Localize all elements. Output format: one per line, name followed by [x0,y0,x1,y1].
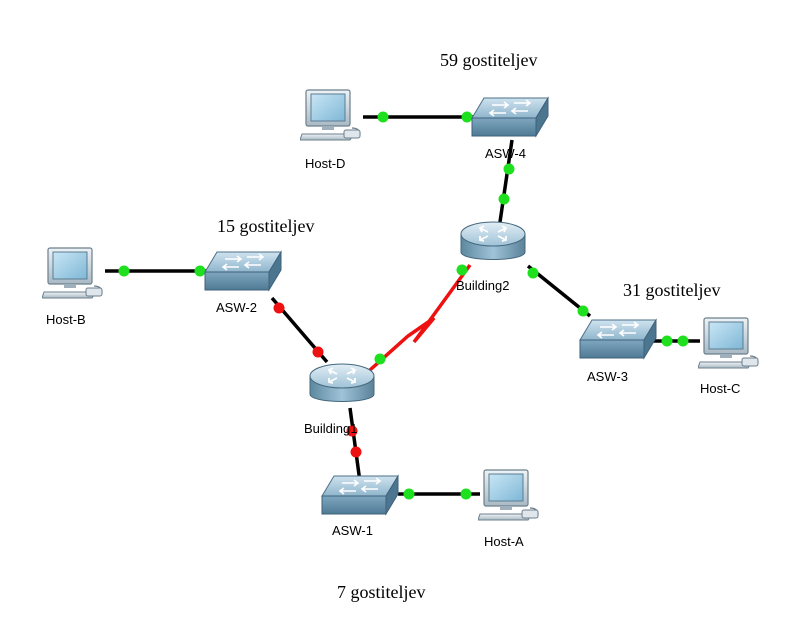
link-building1-asw1[interactable] [348,407,362,483]
port-light-up [377,111,389,123]
port-light-up [498,193,510,205]
port-light-up [527,267,539,279]
device-label: ASW-2 [216,300,257,315]
port-light-down [312,346,324,358]
device-label: Host-A [484,534,524,549]
host-count-asw2: 15 gostiteljev [217,216,315,236]
device-host-c[interactable]: Host-C [698,317,759,396]
port-light-up [677,335,689,347]
port-light-up [403,488,415,500]
device-label: ASW-1 [332,523,373,538]
port-light-up [577,305,589,317]
port-light-up [456,264,468,276]
device-asw4[interactable]: ASW-4 [471,97,549,161]
device-host-d[interactable]: Host-D [300,89,361,171]
host-count-asw4: 59 gostiteljev [440,50,538,70]
device-building1[interactable]: Building1 [304,363,375,436]
device-host-a[interactable]: Host-A [478,469,539,549]
device-label: Building1 [304,421,358,436]
port-light-up [503,163,515,175]
links-layer [105,115,700,496]
device-asw2[interactable]: ASW-2 [204,251,282,315]
port-light-up [461,111,473,123]
link-building1-building2-serial[interactable] [368,263,472,372]
port-light-up [460,488,472,500]
link-asw4-building2[interactable] [498,139,514,223]
port-light-down [346,425,358,437]
port-lights-layer [118,111,689,500]
port-light-up [374,353,386,365]
port-light-down [273,302,285,314]
port-light-down [350,446,362,458]
device-label: ASW-4 [485,146,526,161]
device-asw3[interactable]: ASW-3 [579,319,657,384]
device-label: Host-D [305,156,345,171]
device-label: Host-B [46,312,86,327]
host-count-asw1: 7 gostiteljev [337,582,426,602]
device-label: Host-C [700,381,740,396]
port-light-up [118,265,130,277]
device-building2[interactable]: Building2 [456,221,526,293]
device-asw1[interactable]: ASW-1 [321,475,399,538]
device-label: Building2 [456,278,510,293]
port-light-up [194,265,206,277]
host-count-asw3: 31 gostiteljev [623,280,721,300]
port-light-up [661,335,673,347]
device-host-b[interactable]: Host-B [42,247,103,327]
device-label: ASW-3 [587,369,628,384]
